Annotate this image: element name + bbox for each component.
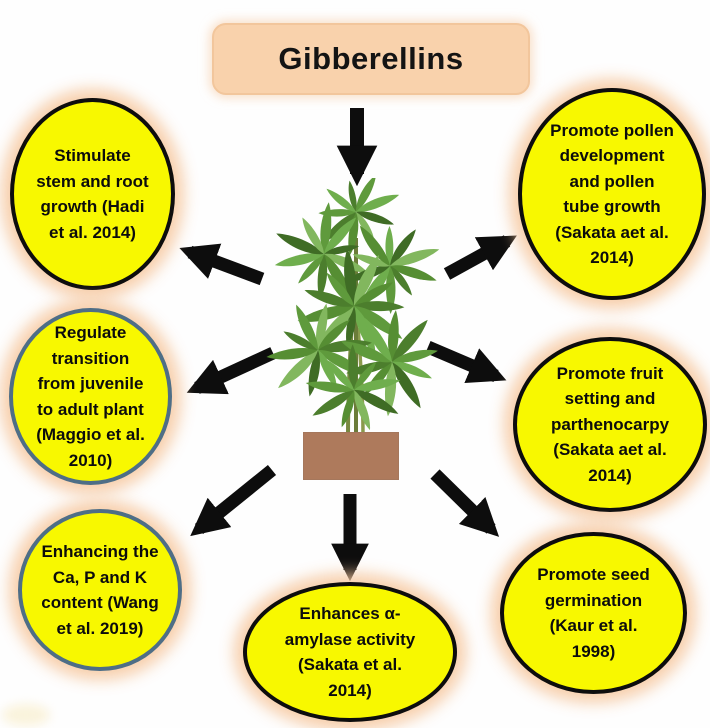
- arrow-to-enhance-ca-p-k-content: [190, 464, 277, 537]
- node-promote-pollen-development: Promote pollen development and pollen tu…: [518, 88, 706, 300]
- node-stimulate-stem-root-growth: Stimulate stem and root growth (Hadi et …: [10, 98, 175, 290]
- node-label: Stimulate stem and root growth (Hadi et …: [36, 146, 149, 242]
- node-enhance-ca-p-k-content: Enhancing the Ca, P and K content (Wang …: [18, 509, 182, 671]
- node-label: Promote seed germination (Kaur et al. 19…: [537, 565, 650, 661]
- node-label: Regulate transition from juvenile to adu…: [36, 323, 145, 470]
- node-label: Enhances α- amylase activity (Sakata et …: [284, 604, 416, 700]
- node-label: Promote pollen development and pollen tu…: [550, 120, 674, 268]
- arrow-to-promote-seed-germination: [430, 469, 500, 537]
- node-promote-fruit-setting: Promote fruit setting and parthenocarpy …: [513, 337, 707, 512]
- corner-smudge: [2, 704, 50, 726]
- node-regulate-juvenile-adult-transition: Regulate transition from juvenile to adu…: [9, 308, 172, 485]
- node-enhance-alpha-amylase: Enhances α- amylase activity (Sakata et …: [243, 582, 457, 722]
- node-label: Enhancing the Ca, P and K content (Wang …: [41, 542, 159, 638]
- plant-icon: [266, 178, 440, 437]
- title-box: Gibberellins: [212, 23, 530, 95]
- plant-pot: [303, 432, 399, 480]
- title-label: Gibberellins: [278, 41, 464, 76]
- node-label: Promote fruit setting and parthenocarpy …: [550, 363, 670, 485]
- node-promote-seed-germination: Promote seed germination (Kaur et al. 19…: [500, 532, 687, 694]
